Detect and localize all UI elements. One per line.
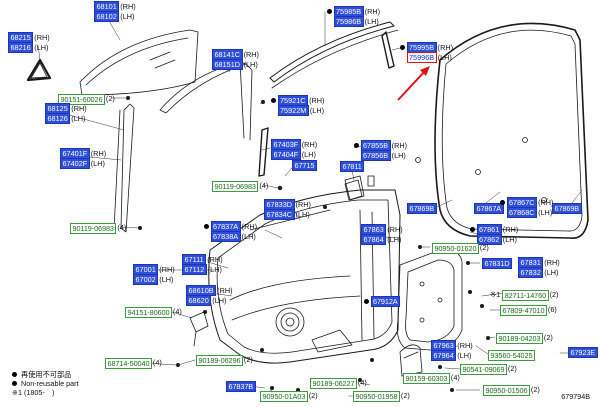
glass-run-part bbox=[159, 61, 253, 141]
fastener-marks bbox=[126, 96, 490, 397]
part-label-67831d[interactable]: 67831D bbox=[482, 257, 512, 269]
door-trim-part bbox=[396, 249, 463, 351]
part-label-67861[interactable]: 67861(RH) 67862(LH) bbox=[470, 224, 518, 245]
non-reusable-dot bbox=[470, 227, 475, 232]
part-label-90119-06983-upper[interactable]: 90119-06983(4) bbox=[212, 180, 268, 192]
non-reusable-dot bbox=[271, 98, 276, 103]
part-label-67403f[interactable]: 67403F(RH) 67404F(LH) bbox=[271, 139, 317, 160]
highlighted-part-75996b: 75996B bbox=[406, 52, 437, 63]
legend-note: ※1 (1805- ) bbox=[12, 388, 55, 397]
part-label-67111[interactable]: 67111(RH) 67112(LH) bbox=[182, 254, 223, 275]
part-label-67001[interactable]: 67001(RH) 67002(LH) bbox=[133, 264, 175, 285]
part-label-90151-60026[interactable]: 90151-60026(2) bbox=[58, 93, 115, 105]
door-glass-part bbox=[79, 29, 199, 96]
handle-part bbox=[344, 175, 375, 201]
legend-en: Non-reusable part bbox=[21, 379, 79, 388]
part-label-68714-50040[interactable]: 68714-50040(4) bbox=[105, 357, 162, 369]
part-label-67401f[interactable]: 67401F(RH) 67402F(LH) bbox=[60, 148, 106, 169]
part-label-67811[interactable]: 67811 bbox=[340, 160, 365, 172]
part-label-67837b[interactable]: 67837B bbox=[226, 380, 256, 392]
non-reusable-dot bbox=[204, 224, 209, 229]
part-label-90159-60303[interactable]: 90159-60303(4) bbox=[403, 372, 460, 384]
part-label-90541-09069[interactable]: 90541-09069(2) bbox=[460, 363, 517, 375]
part-label-67863[interactable]: 67863(RH) 67864(LH) bbox=[361, 224, 403, 245]
non-reusable-dot bbox=[500, 200, 505, 205]
part-label-67923e[interactable]: 67923E bbox=[568, 346, 598, 358]
part-label-90119-06983-lower[interactable]: 90119-06983(4) bbox=[70, 222, 126, 234]
legend: 再使用不可部品 Non-reusable part ※1 (1805- ) bbox=[12, 370, 79, 397]
front-channel-part bbox=[258, 127, 269, 177]
part-label-90950-01620[interactable]: 90950-01620(2) bbox=[432, 242, 489, 254]
part-label-67869b-right[interactable]: 67869B bbox=[552, 202, 582, 214]
part-label-67715[interactable]: 67715 bbox=[292, 159, 317, 171]
part-label-90189-06227[interactable]: 90189-06227(4) bbox=[310, 377, 367, 389]
part-label-75985b[interactable]: 75985B(RH) 75986B(LH) bbox=[327, 6, 380, 27]
quarter-glass-part bbox=[26, 58, 52, 82]
part-label-67867a[interactable]: 67867A bbox=[474, 202, 504, 214]
part-label-68215[interactable]: 68215(RH) 68216(LH) bbox=[8, 32, 50, 53]
part-label-67837a[interactable]: 67837A(RH) 67838A(LH) bbox=[204, 221, 257, 242]
part-label-68610b[interactable]: 68610B(RH) 68620(LH) bbox=[186, 285, 233, 306]
diagram-id: 679794B bbox=[561, 392, 590, 401]
door-opening-weatherstrip bbox=[415, 22, 589, 239]
part-label-67855b[interactable]: 67855B(RH) 67856B(LH) bbox=[354, 140, 407, 161]
part-label-67912a[interactable]: 67912A bbox=[364, 295, 401, 307]
door-lock-part bbox=[399, 344, 423, 377]
legend-ja: 再使用不可部品 bbox=[21, 370, 72, 379]
part-label-90189-06296[interactable]: 90189-06296(2) bbox=[196, 354, 253, 366]
part-label-67809-47010[interactable]: 67809-47010(6) bbox=[500, 304, 557, 316]
part-label-90950-01958[interactable]: 90950-01958(2) bbox=[353, 390, 410, 402]
part-label-67869b-left[interactable]: 67869B bbox=[407, 202, 437, 214]
part-label-90950-01a03[interactable]: 90950-01A03(2) bbox=[260, 390, 318, 402]
part-label-67831[interactable]: 67831(RH) 67832(LH) bbox=[518, 257, 560, 278]
non-reusable-dot bbox=[327, 9, 332, 14]
clip-part bbox=[344, 179, 363, 201]
non-reusable-dot-icon bbox=[12, 381, 17, 386]
outer-moulding-part bbox=[269, 21, 399, 89]
highlight-arrow bbox=[397, 66, 430, 101]
frame-moulding-part bbox=[381, 31, 395, 69]
checker-part bbox=[189, 311, 209, 347]
part-label-68141c[interactable]: 68141C(RH) 68151D(LH) bbox=[212, 49, 259, 70]
part-label-90189-04203[interactable]: 90189-04203(2) bbox=[496, 332, 553, 344]
part-label-75921c[interactable]: 75921C(RH) 75922M(LH) bbox=[271, 95, 324, 116]
part-label-68125[interactable]: 68125(RH) 68126(LH) bbox=[45, 103, 87, 124]
part-label-75995b[interactable]: 75995B(RH) 75996B(LH) bbox=[400, 42, 453, 63]
part-label-90950-01506[interactable]: 90950-01506(2) bbox=[483, 384, 540, 396]
non-reusable-dot bbox=[364, 298, 369, 304]
non-reusable-dot bbox=[400, 45, 405, 50]
rear-channel-part bbox=[113, 103, 135, 233]
part-label-67867c[interactable]: 67867C(RH) 67868C(LH) bbox=[500, 197, 553, 218]
part-label-67833d[interactable]: 67833D(RH) 67834C(LH) bbox=[264, 199, 311, 220]
part-label-94151-80600[interactable]: 94151-80600(4) bbox=[125, 306, 182, 318]
non-reusable-dot-icon bbox=[12, 372, 17, 377]
non-reusable-dot bbox=[354, 143, 359, 148]
part-label-93560-54025[interactable]: 93560-54025 bbox=[488, 349, 535, 361]
part-label-68101[interactable]: 68101(RH) 68102(LH) bbox=[94, 1, 136, 22]
part-label-67963[interactable]: 67963(RH) 67964(LH) bbox=[431, 340, 473, 361]
